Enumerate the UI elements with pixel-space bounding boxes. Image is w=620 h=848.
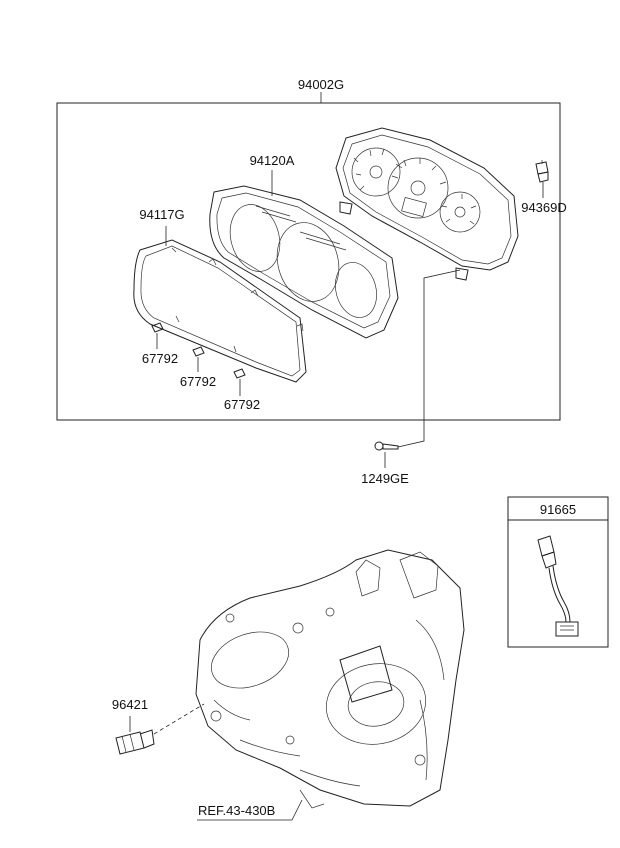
label-clip-3: 67792 <box>224 397 260 412</box>
tachometer-dial <box>351 147 401 197</box>
sensor-harness <box>537 535 579 637</box>
sensor-dash-leader <box>153 703 205 735</box>
reference-leader <box>291 799 303 821</box>
label-harness: 91665 <box>540 502 576 517</box>
clip-2 <box>192 346 205 357</box>
transaxle <box>195 549 465 809</box>
label-screw: 1249GE <box>361 471 409 486</box>
speedometer-dial <box>387 157 449 219</box>
assembly-group-box <box>56 102 561 421</box>
clip-1 <box>151 322 164 333</box>
cluster-lens <box>209 185 399 339</box>
screw-leader <box>397 269 461 448</box>
front-window <box>133 239 307 383</box>
label-clip-2: 67792 <box>180 374 216 389</box>
clip-3 <box>233 368 246 379</box>
label-bulb: 94369D <box>521 200 567 215</box>
label-clip-1: 67792 <box>142 351 178 366</box>
fuel-gauge-dial <box>439 191 481 233</box>
label-window: 94117G <box>139 207 184 222</box>
label-sensor: 96421 <box>112 697 148 712</box>
label-assembly: 94002G <box>298 77 344 92</box>
screw <box>374 441 399 451</box>
harness-box <box>507 496 609 648</box>
cluster-body <box>335 127 519 281</box>
bulb-socket <box>535 160 549 183</box>
speed-sensor <box>115 729 155 755</box>
label-lens: 94120A <box>250 153 295 168</box>
label-reference: REF.43-430B <box>198 803 275 818</box>
